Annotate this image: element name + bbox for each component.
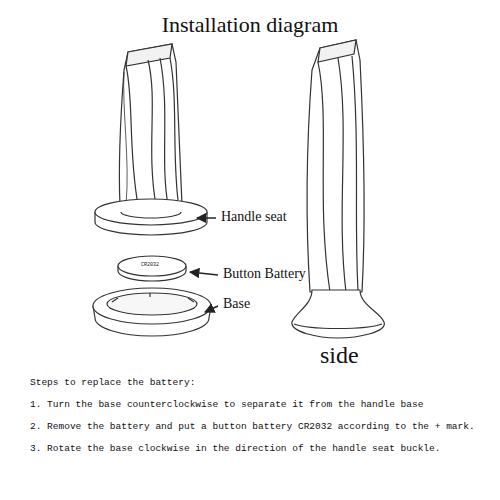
leader-arrows — [190, 218, 218, 312]
part-label: Base — [223, 296, 250, 312]
battery-marking: CR2032 — [141, 263, 159, 269]
diagram-title: Installation diagram — [162, 12, 339, 37]
step-text: 1. Turn the base counterclockwise to sep… — [30, 400, 423, 411]
steps-heading: Steps to replace the battery: — [30, 378, 195, 389]
step-text: 3. Rotate the base clockwise in the dire… — [30, 444, 440, 455]
part-label: Button Battery — [223, 266, 306, 282]
step-text: 2. Remove the battery and put a button b… — [30, 422, 475, 433]
part-label: Handle seat — [221, 209, 287, 225]
view-label: side — [320, 342, 359, 370]
exploded-view — [93, 40, 384, 338]
